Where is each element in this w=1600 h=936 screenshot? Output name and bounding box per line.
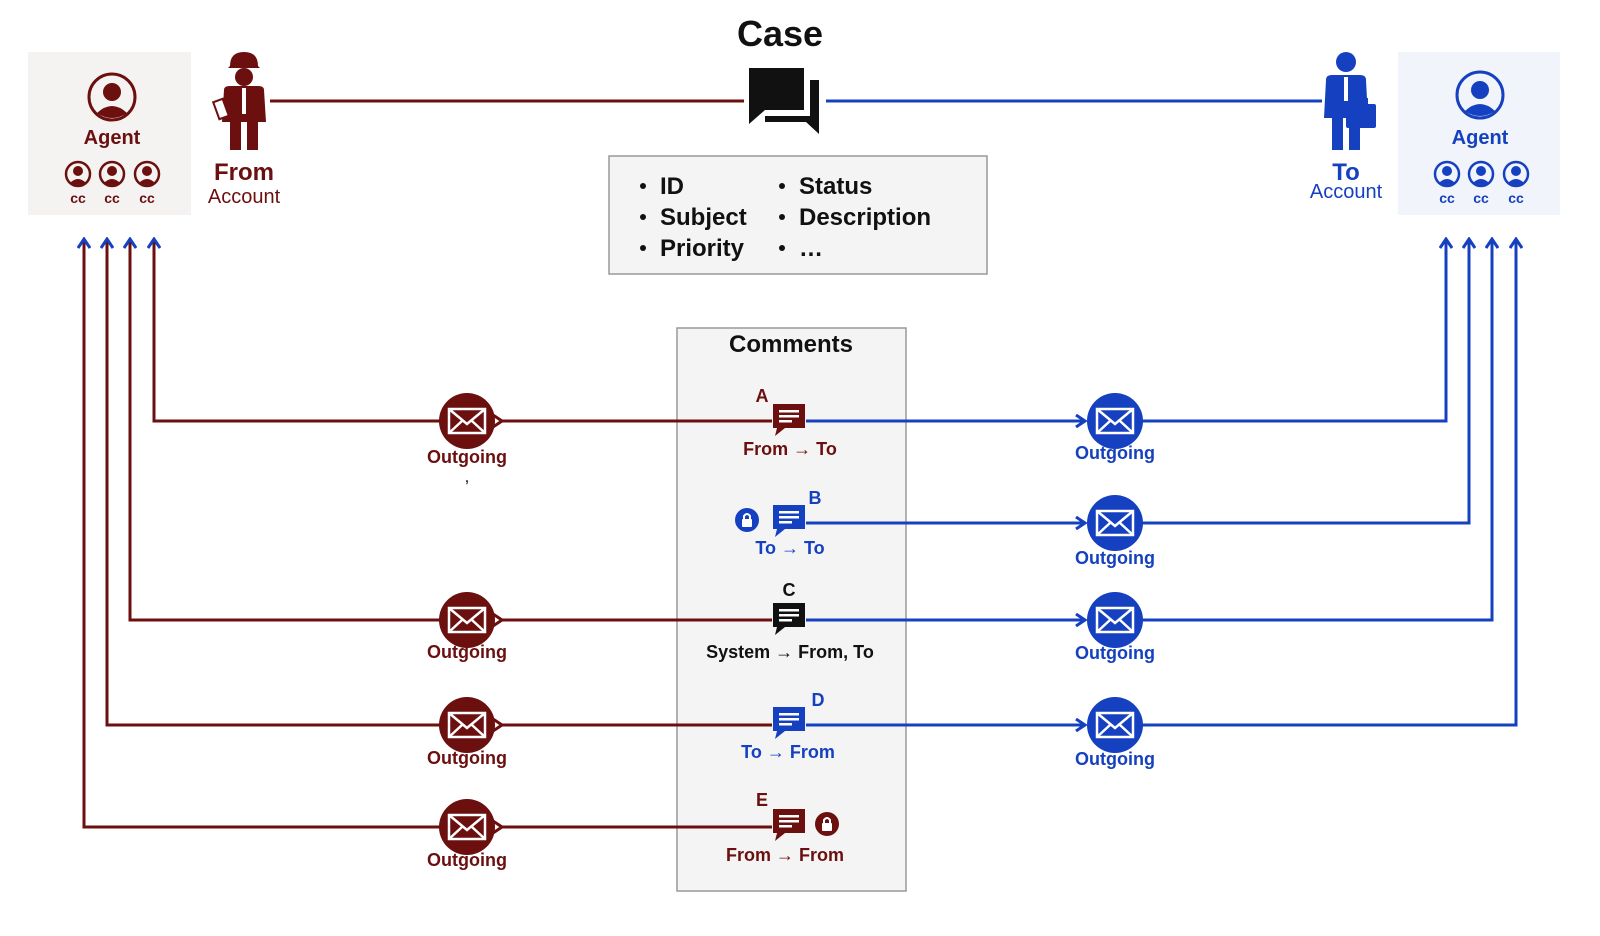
comment-route: To → To [755, 538, 824, 558]
cc-label: cc [1508, 190, 1524, 206]
cc-avatar-icon [1467, 160, 1495, 188]
comment-letter: C [783, 580, 796, 600]
cc-avatar-icon [133, 160, 161, 188]
outgoing-mail-icon [439, 697, 495, 753]
comment-icon [773, 404, 805, 436]
outgoing-label: Outgoing [427, 850, 507, 870]
connector-line [84, 240, 440, 829]
cc-label: cc [70, 190, 86, 206]
outgoing-label: Outgoing [1075, 548, 1155, 568]
from-agent-label: Agent [84, 127, 141, 149]
from-agent-panel [28, 52, 191, 215]
comment-letter: B [809, 488, 822, 508]
cc-label: cc [139, 190, 155, 206]
stray-mark: ʼ [465, 477, 469, 493]
cc-label: cc [1439, 190, 1455, 206]
outgoing-label: Outgoing [1075, 643, 1155, 663]
cc-avatar-icon [1502, 160, 1530, 188]
comment-icon [773, 505, 805, 537]
from-agent-avatar-icon [87, 72, 137, 122]
comment-item: B To → To [735, 488, 825, 558]
comments-title: Comments [729, 331, 853, 358]
outgoing-mail-icon [1087, 592, 1143, 648]
comment-route: System → From, To [706, 642, 874, 662]
outgoing-label: Outgoing [427, 447, 507, 467]
to-agent-panel [1398, 52, 1560, 215]
comment-route: To → From [741, 742, 835, 762]
outgoing-label: Outgoing [427, 642, 507, 662]
cc-avatar-icon [1433, 160, 1461, 188]
case-field: ID [660, 173, 684, 200]
connector-line [1142, 240, 1516, 727]
outgoing-mail-icon [1087, 495, 1143, 551]
comment-icon [773, 707, 805, 739]
comment-item: A From → To [743, 386, 837, 459]
outgoing-label: Outgoing [1075, 749, 1155, 769]
outgoing-mail-icon [1087, 393, 1143, 449]
cc-label: cc [1473, 190, 1489, 206]
comment-item: D To → From [741, 690, 835, 762]
cc-label: cc [104, 190, 120, 206]
comment-letter: A [756, 386, 769, 406]
to-agent-avatar-icon [1455, 70, 1505, 120]
case-field: Description [799, 204, 931, 231]
comment-item: C System → From, To [706, 580, 874, 662]
connector-line [107, 240, 440, 727]
lock-icon [815, 812, 839, 836]
to-party-title: To [1332, 159, 1360, 186]
outgoing-mail-icon [439, 799, 495, 855]
cc-avatar-icon [64, 160, 92, 188]
connector-line [154, 240, 440, 423]
businessman-icon [1324, 52, 1376, 150]
case-field: … [799, 235, 823, 262]
comment-letter: D [812, 690, 825, 710]
chat-bubbles-icon [749, 68, 819, 134]
comment-item: E From → From [726, 790, 844, 865]
outgoing-mail-icon [439, 592, 495, 648]
connector-line [1142, 240, 1446, 423]
to-agent-label: Agent [1452, 127, 1509, 149]
outgoing-mail-icon [439, 393, 495, 449]
connector-line [1142, 240, 1492, 622]
comment-letter: E [756, 790, 768, 810]
outgoing-label: Outgoing [1075, 443, 1155, 463]
outgoing-label: Outgoing [427, 748, 507, 768]
comment-route: From → From [726, 845, 844, 865]
lock-icon [735, 508, 759, 532]
case-field: Subject [660, 204, 747, 231]
from-party-title: From [214, 159, 274, 186]
comment-icon [773, 603, 805, 635]
outgoing-mail-icon [1087, 697, 1143, 753]
cc-avatar-icon [98, 160, 126, 188]
to-party-subtitle: Account [1310, 181, 1383, 203]
case-fields-box [608, 155, 988, 275]
comment-icon [773, 809, 805, 841]
connector-line [1142, 240, 1469, 525]
connector-line [130, 240, 440, 622]
comment-route: From → To [743, 439, 837, 459]
from-party-subtitle: Account [208, 186, 281, 208]
case-field: Status [799, 173, 872, 200]
case-title: Case [737, 13, 823, 54]
construction-worker-icon [211, 52, 266, 150]
case-field: Priority [660, 235, 745, 262]
